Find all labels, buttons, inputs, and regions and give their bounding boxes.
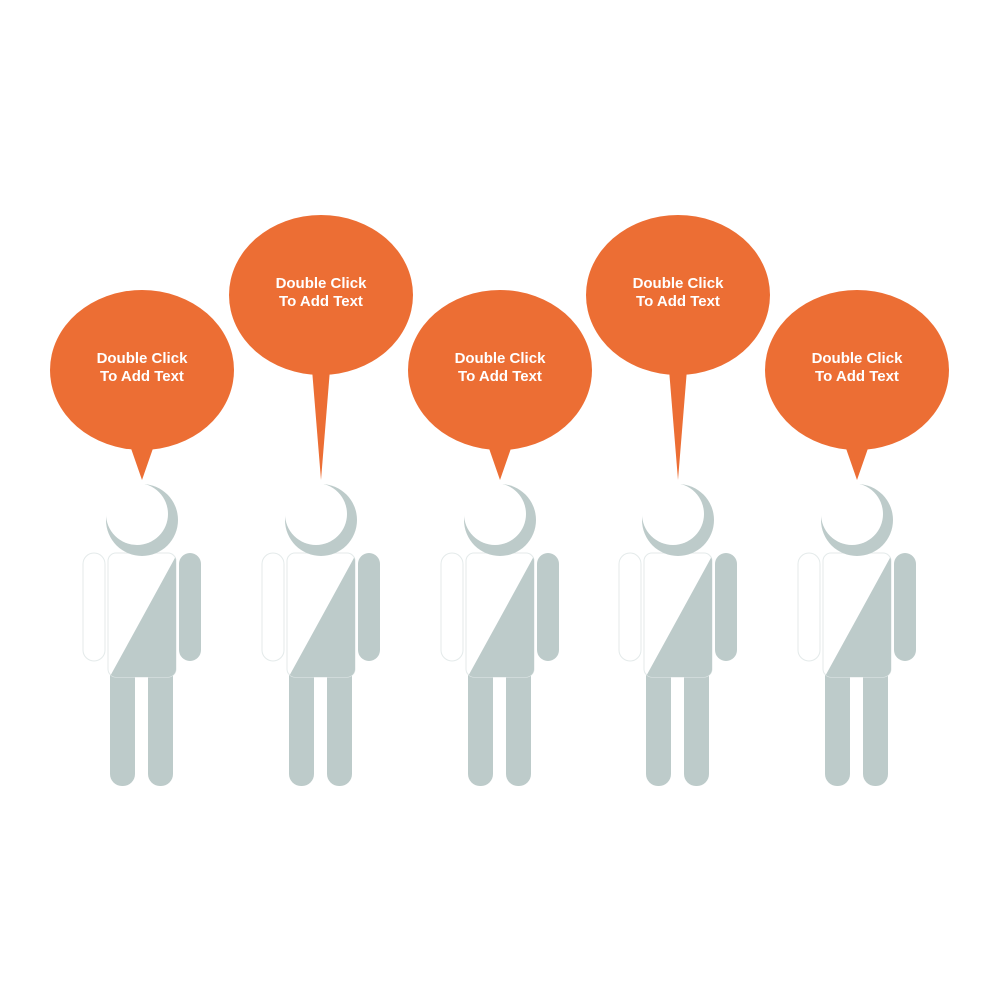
person-torso-shade: [108, 553, 176, 677]
bubble-text-1[interactable]: Double Click To Add Text: [96, 350, 188, 385]
speech-bubble: [586, 215, 770, 375]
person-2: [229, 215, 413, 786]
speech-bubble: [229, 215, 413, 375]
person-right-arm: [358, 553, 380, 661]
person-head: [821, 483, 883, 545]
person-3: [408, 290, 592, 786]
person-right-arm: [894, 553, 916, 661]
person-4: [586, 215, 770, 786]
person-1: [50, 290, 234, 786]
person-torso-shade: [287, 553, 355, 677]
person-head: [464, 483, 526, 545]
person-left-arm: [261, 552, 285, 662]
bubble-text-4[interactable]: Double Click To Add Text: [632, 275, 724, 310]
person-head: [285, 483, 347, 545]
person-right-arm: [537, 553, 559, 661]
person-5: [765, 290, 949, 786]
person-left-arm: [797, 552, 821, 662]
person-right-arm: [715, 553, 737, 661]
speech-bubble-tail: [668, 357, 688, 480]
person-left-arm: [618, 552, 642, 662]
person-torso-shade: [644, 553, 712, 677]
speech-bubble: [408, 290, 592, 450]
person-head: [642, 483, 704, 545]
speech-bubble-tail: [311, 357, 331, 480]
person-right-arm: [179, 553, 201, 661]
person-head: [106, 483, 168, 545]
bubble-text-5[interactable]: Double Click To Add Text: [811, 350, 903, 385]
bubble-text-3[interactable]: Double Click To Add Text: [454, 350, 546, 385]
person-left-arm: [440, 552, 464, 662]
person-left-arm: [82, 552, 106, 662]
person-torso-shade: [823, 553, 891, 677]
speech-bubble: [50, 290, 234, 450]
bubble-text-2[interactable]: Double Click To Add Text: [275, 275, 367, 310]
person-torso-shade: [466, 553, 534, 677]
speech-bubble: [765, 290, 949, 450]
